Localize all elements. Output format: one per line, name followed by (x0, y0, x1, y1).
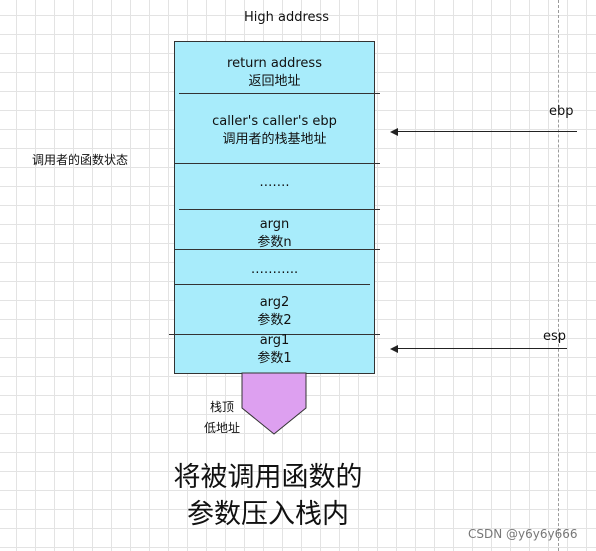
cell-arg1: arg1 参数1 (174, 332, 375, 368)
cell-arg1-zh: 参数1 (257, 351, 292, 366)
caption-line-1: 将被调用函数的 (173, 462, 363, 493)
ebp-arrow-line (397, 131, 577, 132)
stack-frame-box (174, 41, 375, 374)
cell-argn-zh: 参数n (257, 235, 292, 250)
cell-ellipsis-lower-text: ……….. (250, 262, 299, 277)
cell-caller-ebp: caller's caller's ebp 调用者的栈基地址 (174, 113, 375, 149)
stack-separator (174, 249, 380, 250)
esp-label: esp (543, 329, 567, 344)
stack-separator (179, 93, 380, 94)
cell-arg1-en: arg1 (259, 333, 290, 348)
esp-arrow-head-icon (390, 345, 398, 353)
caption-line-2: 参数压入栈内 (187, 499, 349, 530)
csdn-watermark: CSDN @y6y6y666 (468, 527, 578, 541)
low-address-label: 低地址 (204, 421, 241, 435)
cell-return-address: return address 返回地址 (174, 55, 375, 91)
stack-separator (169, 334, 380, 335)
stack-separator (179, 209, 380, 210)
cell-arg2-en: arg2 (259, 295, 290, 310)
high-address-label: High address (244, 10, 330, 25)
cell-ellipsis-upper-text: ……. (259, 175, 290, 190)
stack-top-label: 栈顶 (210, 400, 235, 414)
esp-arrow-line (397, 348, 567, 349)
stack-top-arrow-icon (241, 372, 307, 435)
cell-ellipsis-lower: ……….. (174, 261, 375, 279)
cell-caller-ebp-zh: 调用者的栈基地址 (222, 132, 327, 147)
ebp-label: ebp (549, 104, 574, 119)
cell-argn-en: argn (259, 217, 290, 232)
caller-state-label: 调用者的函数状态 (32, 153, 129, 167)
cell-arg2-zh: 参数2 (257, 313, 292, 328)
stack-separator (174, 284, 370, 285)
cell-arg2: arg2 参数2 (174, 294, 375, 330)
cell-ellipsis-upper: ……. (174, 174, 375, 192)
cell-return-address-en: return address (227, 56, 322, 71)
cell-caller-ebp-en: caller's caller's ebp (212, 114, 337, 129)
cell-argn: argn 参数n (174, 216, 375, 252)
ebp-arrow-head-icon (390, 128, 398, 136)
stack-separator (174, 163, 380, 164)
cell-return-address-zh: 返回地址 (248, 74, 301, 89)
dashed-guide-line (558, 0, 559, 551)
